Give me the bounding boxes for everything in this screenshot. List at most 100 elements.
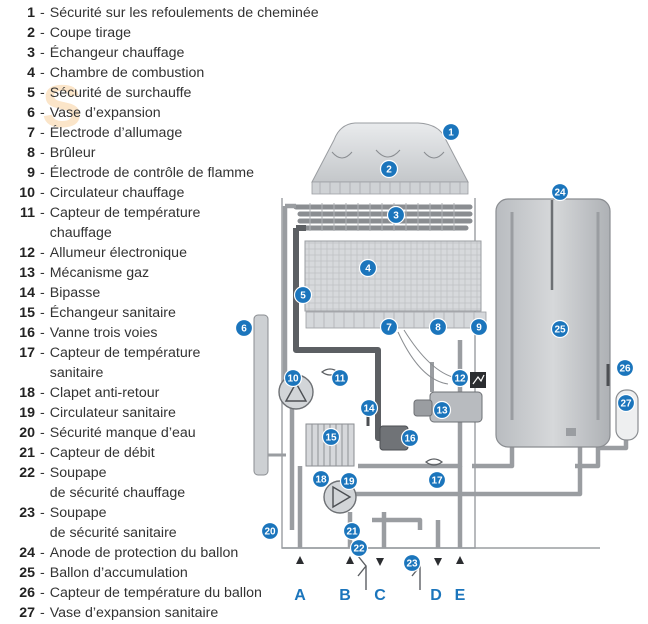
callout-12: 12 [450,368,470,388]
legend-number: 23 [19,505,35,521]
legend-dash: - [40,205,45,221]
port-E: E [455,587,466,604]
legend-item-26: 26-Capteur de température du ballon [14,583,304,603]
legend-label: Vase d’expansion sanitaire [49,605,219,621]
legend-dash: - [40,85,45,101]
callout-10: 10 [283,368,303,388]
callout-number: 21 [346,527,358,538]
legend-dash: - [40,585,45,601]
legend-number: 13 [19,265,35,281]
callout-number: 4 [365,264,371,275]
callout-number: 20 [264,527,276,538]
legend-dash: - [40,45,45,61]
legend-number: 22 [19,465,35,481]
legend-dash: - [40,245,45,261]
callout-14: 14 [359,398,379,418]
callout-18: 18 [311,469,331,489]
legend-label: Circulateur sanitaire [49,405,176,421]
legend-item-17-continued: -sanitaire [14,363,304,383]
legend-number: 6 [27,105,35,121]
legend-item-16: 16-Vanne trois voies [14,323,304,343]
legend-item-21: 21-Capteur de débit [14,443,304,463]
callout-number: 10 [287,374,299,385]
legend-number: 12 [19,245,35,261]
legend-label: Allumeur électronique [49,245,187,261]
callout-number: 25 [554,325,566,336]
legend-dash: - [40,565,45,581]
legend-label: Électrode d’allumage [49,125,183,141]
legend-item-8: 8-Brûleur [14,143,304,163]
legend-dash: - [40,185,45,201]
legend-number: 3 [27,45,35,61]
legend-item-7: 7-Électrode d’allumage [14,123,304,143]
watermark-logo: S [42,73,83,140]
legend-number: 5 [27,85,35,101]
legend-label: Ballon d’accumulation [49,565,188,581]
legend-label: Échangeur chauffage [49,45,185,61]
legend-label: Bipasse [49,285,101,301]
legend-dash: - [40,265,45,281]
legend-item-17: 17-Capteur de température [14,343,304,363]
legend-number: 19 [19,405,35,421]
callout-number: 26 [619,364,631,375]
legend-dash: - [40,285,45,301]
callout-number: 19 [343,477,355,488]
legend-label: Capteur de température [49,345,201,361]
legend-item-22-continued: -de sécurité chauffage [14,483,304,503]
legend-label: Sécurité de surchauffe [49,85,192,101]
legend-dash: - [40,445,45,461]
legend-dash: - [40,165,45,181]
legend-item-12: 12-Allumeur électronique [14,243,304,263]
legend-number: 14 [19,285,35,301]
callout-16: 16 [400,428,420,448]
legend-number: 8 [27,145,35,161]
legend-number: 9 [27,165,35,181]
port-arrows [296,556,464,566]
callout-number: 18 [315,475,327,486]
legend-item-24: 24-Anode de protection du ballon [14,543,304,563]
callout-number: 24 [554,188,566,199]
legend-item-1: 1-Sécurité sur les refoulements de chemi… [14,3,319,23]
legend-label: Chambre de combustion [49,65,205,81]
legend-item-22: 22-Soupape [14,463,304,483]
port-A: A [294,587,306,604]
callout-4: 4 [358,258,378,278]
callout-number: 12 [454,374,466,385]
callout-number: 2 [386,165,392,176]
legend-item-25: 25-Ballon d’accumulation [14,563,304,583]
legend-number: 7 [27,125,35,141]
legend-label: Électrode de contrôle de flamme [49,165,254,181]
legend-dash: - [40,305,45,321]
legend-label: Capteur de température du ballon [49,585,262,601]
callout-27: 27 [616,393,636,413]
callout-3: 3 [386,205,406,225]
legend-dash: - [40,505,45,521]
callout-number: 15 [325,433,337,444]
combustion-chamber [304,240,482,312]
legend-number: 24 [19,545,35,561]
legend-number: 25 [19,565,35,581]
legend-dash: - [40,325,45,341]
legend-label: Sécurité sur les refoulements de cheminé… [49,5,319,21]
callout-number: 8 [435,323,441,334]
callout-20: 20 [260,521,280,541]
legend-dash: - [40,545,45,561]
callout-5: 5 [293,285,313,305]
legend-label: Brûleur [49,145,96,161]
legend-dash: - [40,65,45,81]
callout-25: 25 [550,319,570,339]
legend-dash: - [40,105,45,121]
legend-label: Circulateur chauffage [49,185,185,201]
callout-13: 13 [432,400,452,420]
legend-number: 26 [19,585,35,601]
callout-number: 17 [431,476,443,487]
legend-label: Soupape [49,465,107,481]
legend-item-10: 10-Circulateur chauffage [14,183,304,203]
legend-number: 1 [27,5,35,21]
callout-1: 1 [441,122,461,142]
legend-dash: - [40,145,45,161]
legend-item-18: 18-Clapet anti-retour [14,383,304,403]
